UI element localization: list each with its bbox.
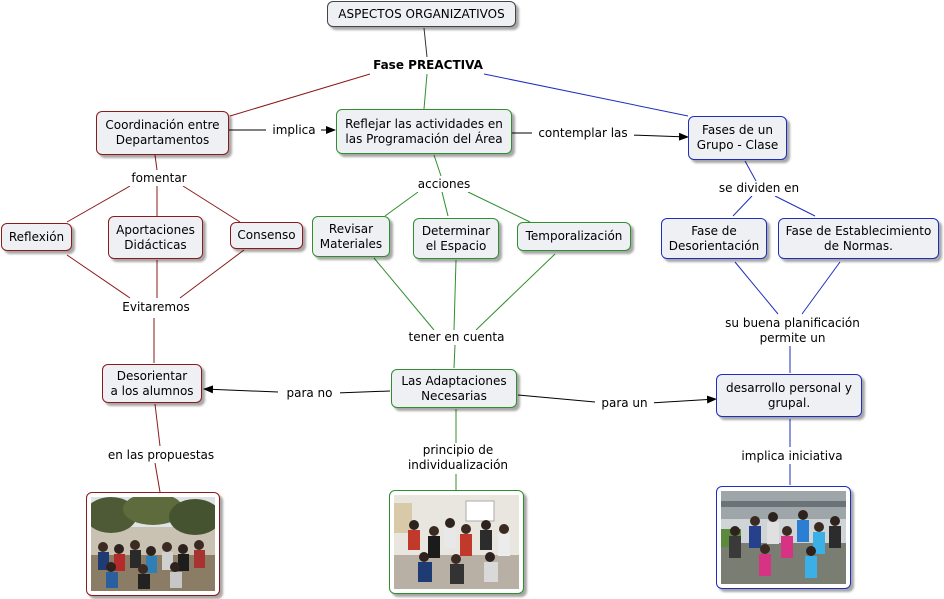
node-desarrollo-personal[interactable]: desarrollo personal y grupal.: [716, 374, 862, 417]
node-consenso[interactable]: Consenso: [230, 222, 303, 249]
node-aspectos-organizativos[interactable]: ASPECTOS ORGANIZATIVOS: [327, 1, 516, 27]
node-fases-grupo-clase[interactable]: Fases de un Grupo - Clase: [688, 116, 787, 160]
photo-classroom-activity[interactable]: [389, 490, 524, 594]
link-implica-iniciativa[interactable]: implica iniciativa: [735, 449, 849, 464]
link-contemplar-las[interactable]: contemplar las: [532, 126, 634, 141]
node-fase-establecimiento-normas[interactable]: Fase de Establecimiento de Normas.: [778, 218, 939, 259]
node-revisar-materiales[interactable]: Revisar Materiales: [312, 216, 390, 257]
outdoor-group-image: [91, 497, 215, 591]
node-reflexion[interactable]: Reflexión: [1, 223, 72, 251]
node-reflejar-actividades[interactable]: Reflejar las actividades en las Programa…: [336, 109, 512, 154]
classroom-activity-image: [394, 495, 519, 589]
node-desorientar-alumnos[interactable]: Desorientar a los alumnos: [102, 364, 202, 403]
node-temporalizacion[interactable]: Temporalización: [517, 222, 631, 251]
link-en-las-propuestas[interactable]: en las propuestas: [100, 448, 222, 463]
link-para-no[interactable]: para no: [279, 386, 340, 401]
link-acciones[interactable]: acciones: [413, 177, 475, 192]
link-fase-preactiva[interactable]: Fase PREACTIVA: [367, 58, 489, 73]
link-principio-individualizacion[interactable]: principio de individualización: [402, 443, 514, 473]
link-para-un[interactable]: para un: [595, 396, 654, 411]
link-se-dividen-en[interactable]: se dividen en: [713, 181, 805, 196]
node-fase-desorientacion[interactable]: Fase de Desorientación: [661, 218, 767, 259]
photo-outdoor-group[interactable]: [86, 492, 220, 596]
node-adaptaciones-necesarias[interactable]: Las Adaptaciones Necesarias: [391, 369, 517, 408]
link-tener-en-cuenta[interactable]: tener en cuenta: [403, 330, 510, 345]
link-evitaremos[interactable]: Evitaremos: [115, 300, 197, 315]
node-determinar-espacio[interactable]: Determinar el Espacio: [413, 218, 499, 259]
link-implica[interactable]: implica: [267, 123, 321, 138]
link-fomentar[interactable]: fomentar: [125, 171, 193, 186]
schoolyard-image: [721, 491, 846, 584]
node-aportaciones-didacticas[interactable]: Aportaciones Didácticas: [108, 216, 203, 259]
node-coordinacion[interactable]: Coordinación entre Departamentos: [96, 111, 229, 155]
link-buena-planificacion[interactable]: su buena planificación permite un: [718, 316, 867, 346]
photo-schoolyard[interactable]: [716, 486, 851, 589]
